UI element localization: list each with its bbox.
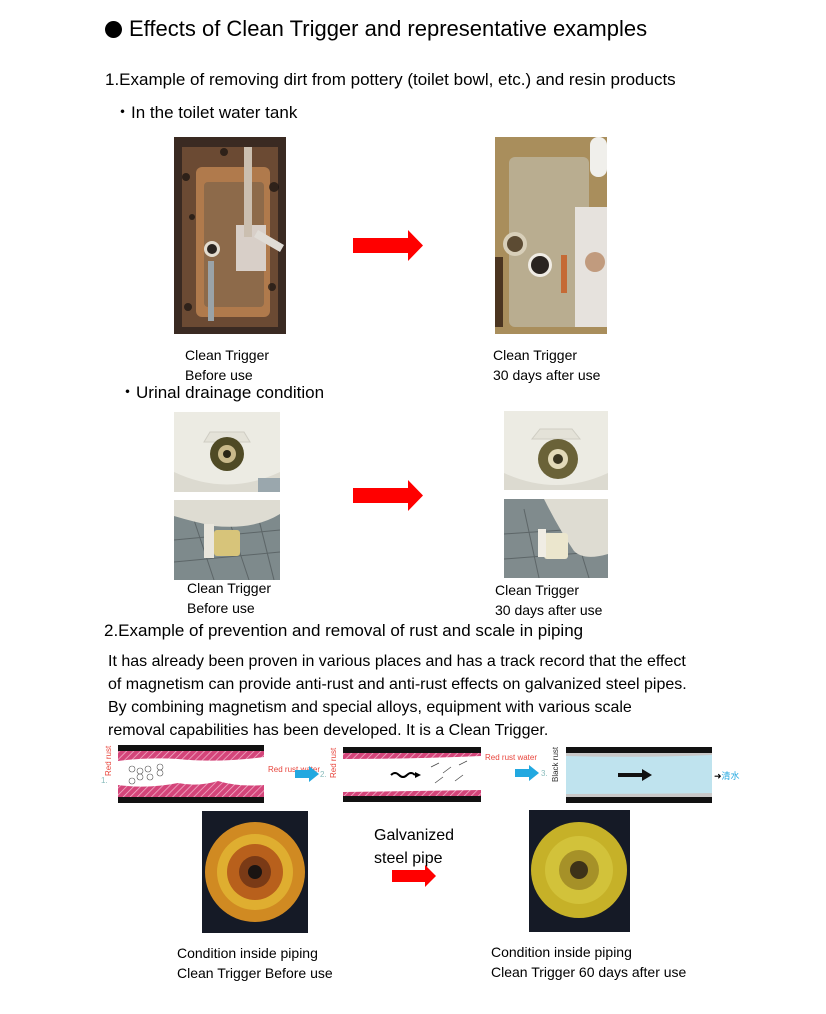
paragraph-line: It has already been proven in various pl… <box>108 653 686 670</box>
stage3-out-text: 清水 <box>721 771 740 781</box>
caption-line: Before use <box>187 600 255 616</box>
urinal-after-bottom-photo <box>504 499 608 578</box>
stage3-pipe-diagram <box>566 747 712 803</box>
pipe-after-caption: Condition inside piping Clean Trigger 60… <box>491 942 686 982</box>
stage2-side-label: Red rust <box>329 747 338 778</box>
flow-arrow-icon <box>515 765 539 781</box>
stage2-out-label: Red rust water <box>485 753 538 762</box>
urinal-subtitle: ・Urinal drainage condition <box>119 383 325 402</box>
page-heading: Effects of Clean Trigger and representat… <box>105 16 647 42</box>
paragraph-line: By combining magnetism and special alloy… <box>108 699 632 716</box>
pipe-label-line: steel pipe <box>374 850 443 867</box>
stage3-number: 3. <box>541 769 548 778</box>
pipe-label-line: Galvanized <box>374 827 455 844</box>
paragraph-line: of magnetism can provide anti-rust and a… <box>108 676 687 693</box>
caption-line: Clean Trigger <box>495 582 580 598</box>
stage3-side-label: Black rust <box>551 746 560 782</box>
section2-title: 2.Example of prevention and removal of r… <box>104 621 584 640</box>
urinal-before-caption: Clean Trigger Before use <box>187 578 271 618</box>
stage1-side-label: Red rust <box>104 745 113 776</box>
stage2-pipe-diagram <box>343 747 481 802</box>
caption-line: Clean Trigger 60 days after use <box>491 964 687 980</box>
bullet-icon <box>105 21 122 38</box>
heading-text: Effects of Clean Trigger and representat… <box>129 16 648 41</box>
arrow-right-icon <box>353 480 423 511</box>
stage1-number: 1. <box>101 776 108 785</box>
tank-before-photo <box>174 137 286 334</box>
section1-title: 1.Example of removing dirt from pottery … <box>105 70 676 89</box>
pipe-before-photo <box>202 811 308 933</box>
stage3-out-label: ➜清水 <box>714 769 740 782</box>
urinal-after-top-photo <box>504 411 608 490</box>
tank-before-caption: Clean Trigger Before use <box>185 345 269 385</box>
caption-line: Clean Trigger Before use <box>177 965 333 981</box>
arrow-right-icon <box>353 230 423 261</box>
pipe-label: Galvanized steel pipe <box>374 824 454 870</box>
tank-after-caption: Clean Trigger 30 days after use <box>493 345 600 385</box>
tank-subtitle: ・In the toilet water tank <box>114 103 298 122</box>
urinal-after-caption: Clean Trigger 30 days after use <box>495 580 602 620</box>
small-arrow-icon: ➜ <box>714 771 722 781</box>
caption-line: Clean Trigger <box>493 347 578 363</box>
stage1-out-label: Red rust water <box>268 765 321 774</box>
caption-line: 30 days after use <box>493 367 601 383</box>
pipe-before-caption: Condition inside piping Clean Trigger Be… <box>177 943 333 983</box>
paragraph-line: removal capabilities has been developed.… <box>108 722 549 739</box>
section2-paragraph: It has already been proven in various pl… <box>108 650 687 742</box>
urinal-before-bottom-photo <box>174 500 280 580</box>
pipe-after-photo <box>529 810 630 932</box>
caption-line: Condition inside piping <box>177 945 318 961</box>
caption-line: 30 days after use <box>495 602 603 618</box>
stage2-number: 2. <box>320 770 327 779</box>
stage1-pipe-diagram <box>118 745 264 803</box>
arrow-right-icon <box>392 865 436 887</box>
flow-arrow-icon <box>295 766 319 782</box>
caption-line: Clean Trigger <box>185 347 270 363</box>
caption-line: Before use <box>185 367 253 383</box>
urinal-before-top-photo <box>174 412 280 492</box>
caption-line: Condition inside piping <box>491 944 632 960</box>
tank-after-photo <box>495 137 607 334</box>
caption-line: Clean Trigger <box>187 580 272 596</box>
